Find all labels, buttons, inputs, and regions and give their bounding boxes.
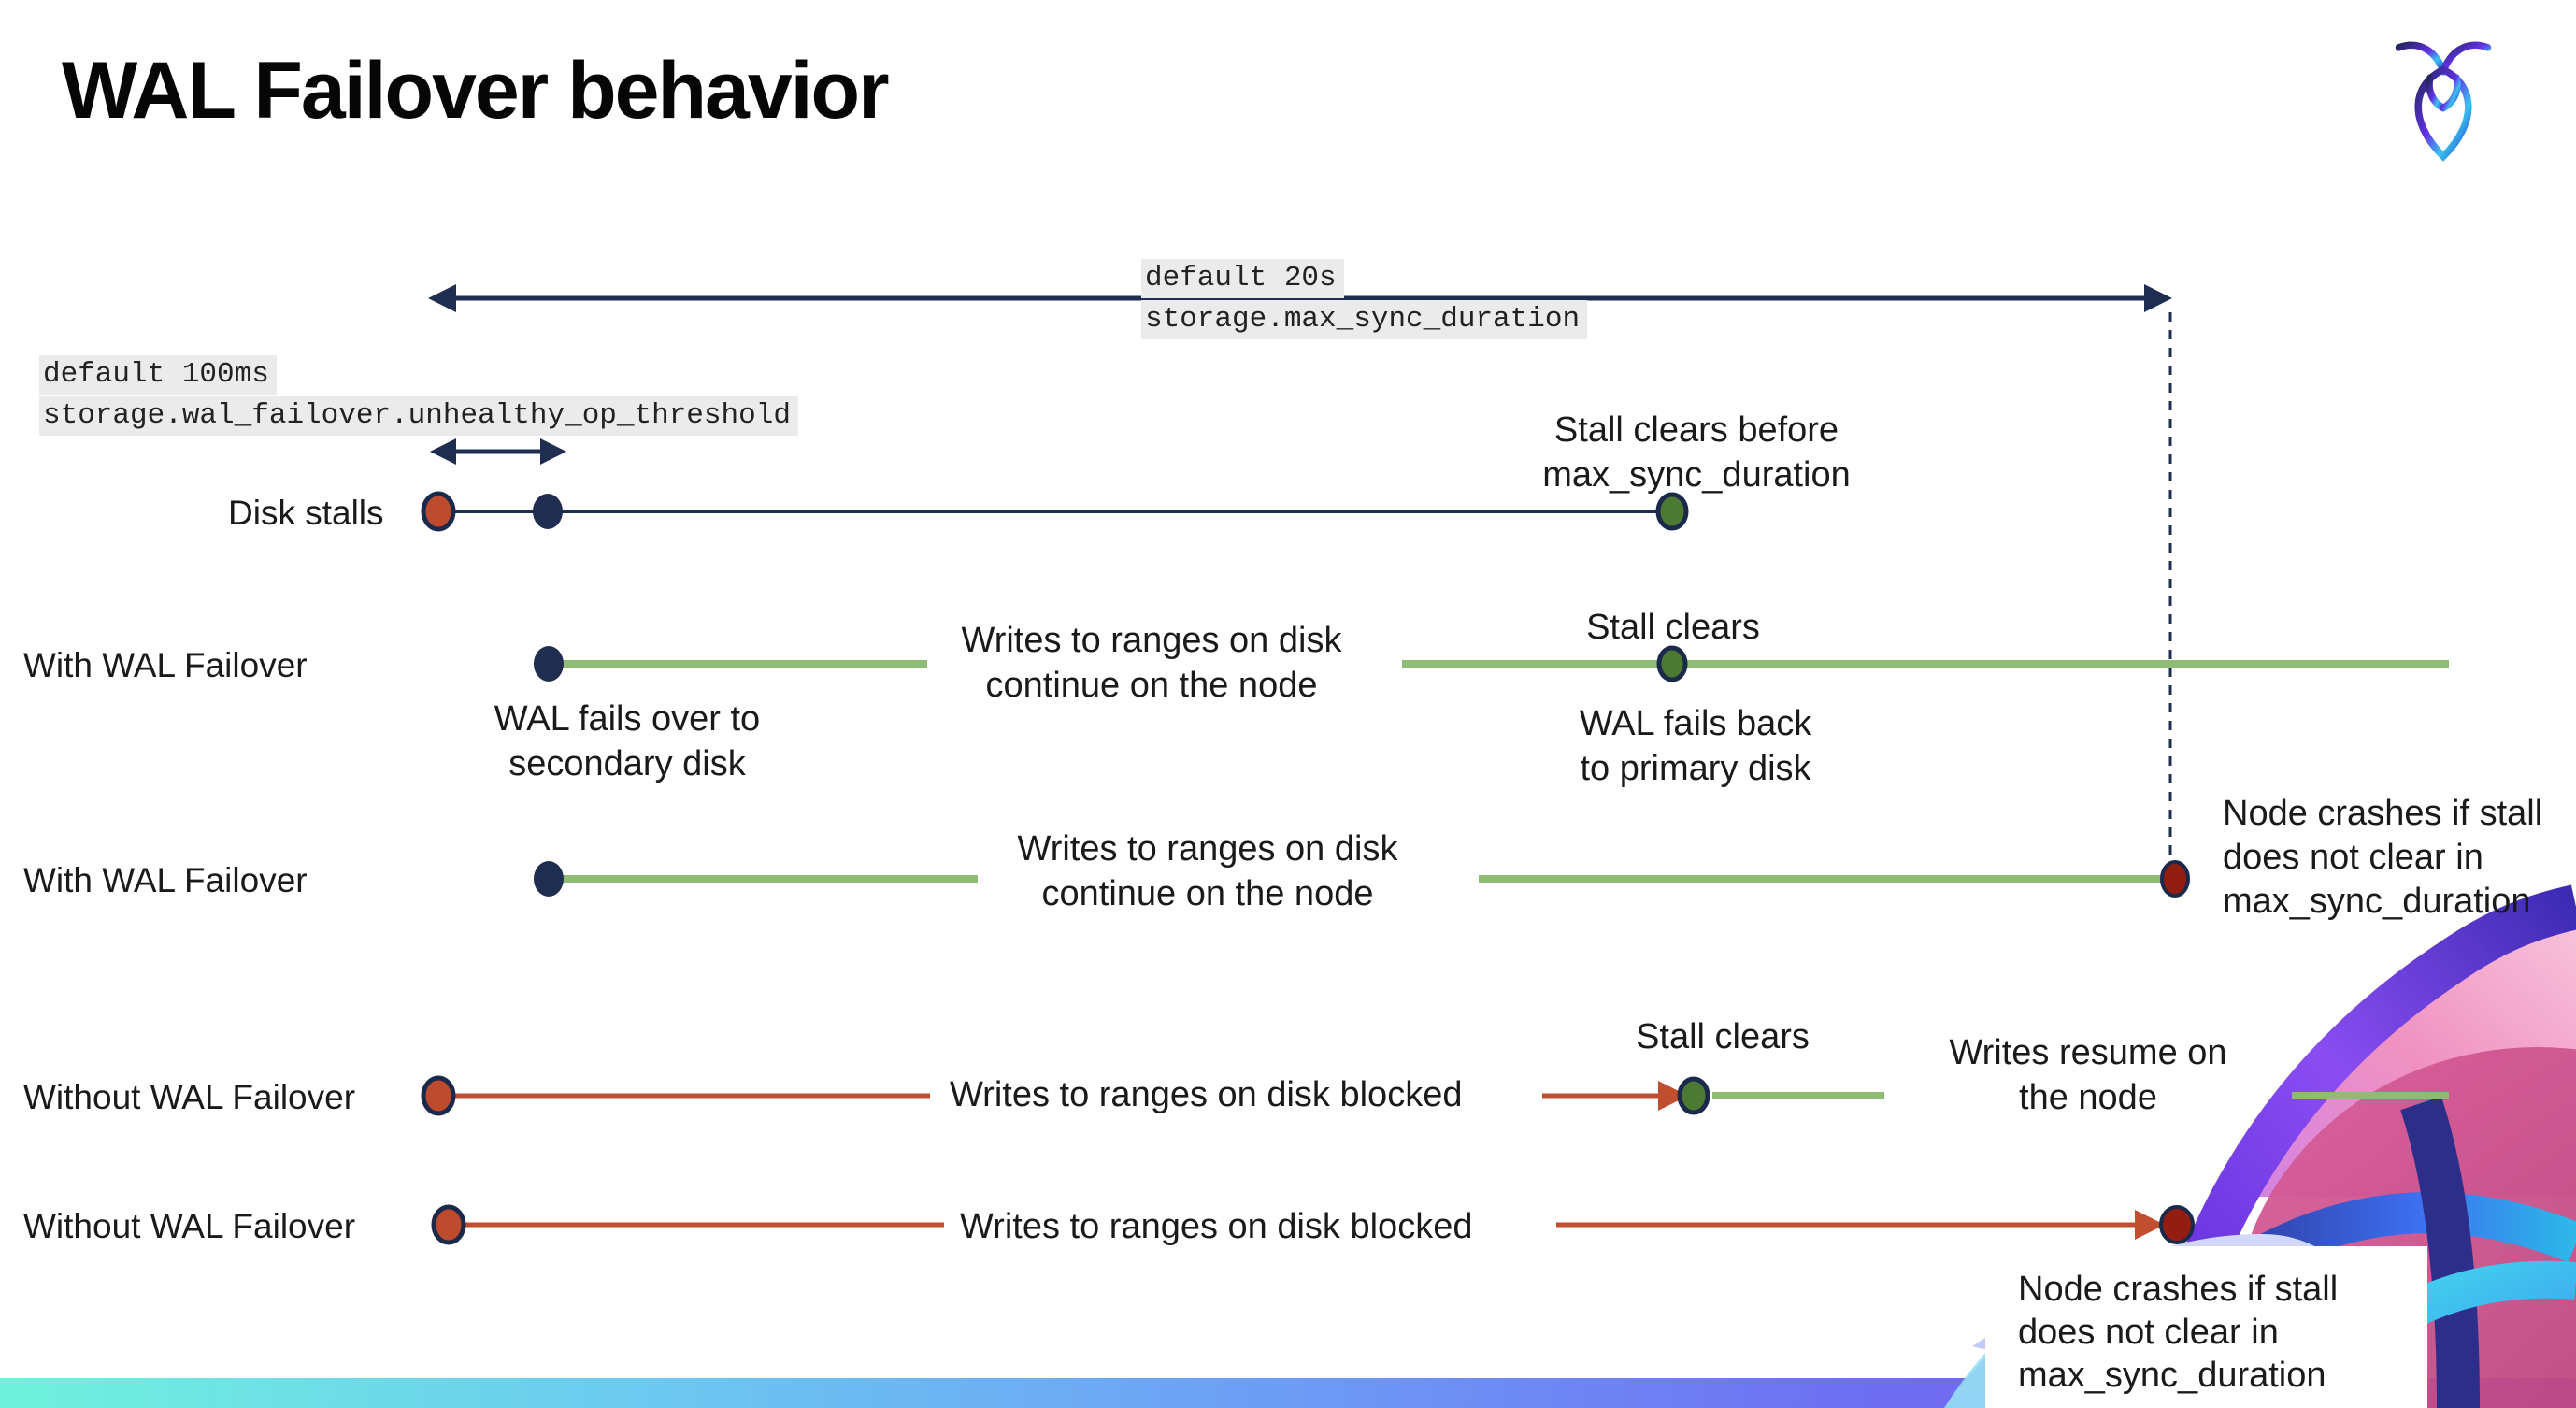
note-stall-clears-before: Stall clears before max_sync_duration [1542, 410, 1851, 495]
cockroachdb-logo [2395, 41, 2492, 162]
page-title: WAL Failover behavior [62, 46, 890, 136]
stall-start-dot [421, 491, 456, 532]
unhealthy-op-setting-label: storage.wal_failover.unhealthy_op_thresh… [39, 396, 798, 436]
failover-dot-row2 [534, 646, 564, 682]
note-stall-clears-row2: Stall clears [1586, 608, 1760, 647]
unhealthy-op-threshold-arrow [430, 438, 566, 465]
node-crashes-callout-box [1985, 1246, 2427, 1408]
max-sync-default-label: default 20s [1141, 259, 1344, 298]
failover-dot-row3 [534, 861, 564, 897]
max-sync-setting-label: storage.max_sync_duration [1141, 300, 1588, 339]
note-wal-fails-over: WAL fails over to secondary disk [494, 699, 761, 783]
note-writes-continue-row2: Writes to ranges on disk continue on the… [961, 621, 1342, 705]
stall-clear-dot-row2 [1656, 645, 1688, 682]
note-writes-blocked-row5: Writes to ranges on disk blocked [960, 1207, 1473, 1246]
row-label-with-wal-failover-2: With WAL Failover [23, 861, 308, 899]
note-stall-clears-row4: Stall clears [1636, 1017, 1810, 1056]
note-node-crashes-row5: Node crashes if stall does not clear in … [2018, 1270, 2339, 1395]
stall-clear-dot-row1 [1655, 492, 1689, 531]
note-node-crashes-row3: Node crashes if stall does not clear in … [2223, 794, 2543, 921]
stall-start-dot-row5 [431, 1204, 466, 1245]
row-label-with-wal-failover-1: With WAL Failover [23, 646, 308, 684]
note-writes-resume: Writes resume on the node [1949, 1033, 2227, 1117]
row-label-without-wal-failover-1: Without WAL Failover [23, 1078, 356, 1116]
stall-start-dot-row4 [421, 1075, 456, 1116]
row-label-without-wal-failover-2: Without WAL Failover [23, 1207, 356, 1245]
note-wal-fails-back: WAL fails back to primary disk [1579, 704, 1812, 788]
stall-clear-dot-row4 [1677, 1076, 1710, 1115]
row-label-disk-stalls: Disk stalls [228, 494, 384, 532]
unhealthy-op-default-label: default 100ms [39, 355, 277, 395]
note-writes-blocked-row4: Writes to ranges on disk blocked [950, 1075, 1463, 1114]
note-writes-continue-row3: Writes to ranges on disk continue on the… [1017, 829, 1398, 913]
threshold-dot [533, 494, 563, 529]
